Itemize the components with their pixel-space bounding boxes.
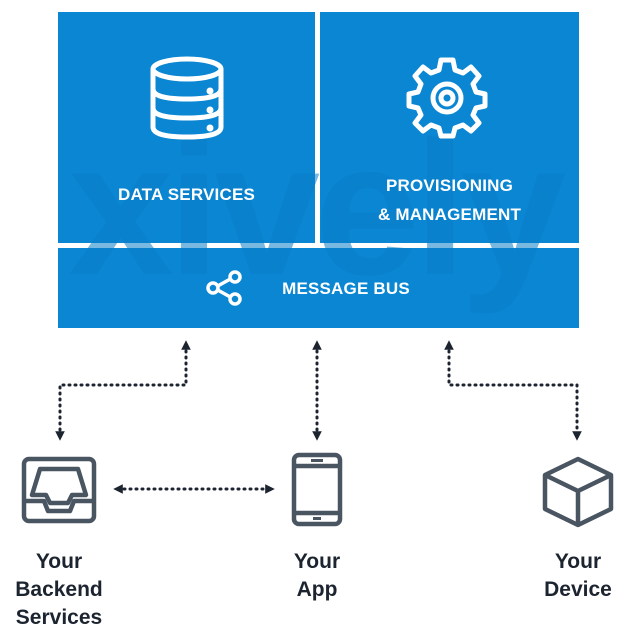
device-caption-line1: Your [554, 550, 602, 573]
data-services-label: DATA SERVICES [117, 185, 256, 204]
inbox-tray-icon [21, 456, 97, 524]
message-bus-label: MESSAGE BUS [282, 279, 410, 298]
message-bus-panel [58, 248, 579, 328]
backend-caption-line2: Backend [15, 578, 103, 601]
app-caption-line2: App [296, 578, 338, 601]
provisioning-label-line2: & MANAGEMENT [377, 205, 522, 224]
tablet-icon [291, 452, 343, 527]
provisioning-label-line1: PROVISIONING [385, 176, 514, 195]
app-caption: Your App [262, 548, 372, 604]
backend-connector [55, 340, 191, 441]
gear-icon [406, 57, 488, 139]
device-caption: Your Device [522, 548, 634, 604]
database-icon [150, 56, 224, 140]
app-caption-line1: Your [293, 550, 341, 573]
backend-caption: Your Backend Services [0, 548, 118, 632]
device-connector [444, 340, 582, 441]
cube-icon [542, 456, 614, 528]
backend-caption-line3: Services [15, 606, 103, 629]
backend-caption-line1: Your [35, 550, 83, 573]
provisioning-management-panel [320, 12, 579, 243]
data-services-panel [58, 12, 315, 243]
device-caption-line2: Device [544, 578, 612, 601]
share-icon [206, 270, 242, 306]
